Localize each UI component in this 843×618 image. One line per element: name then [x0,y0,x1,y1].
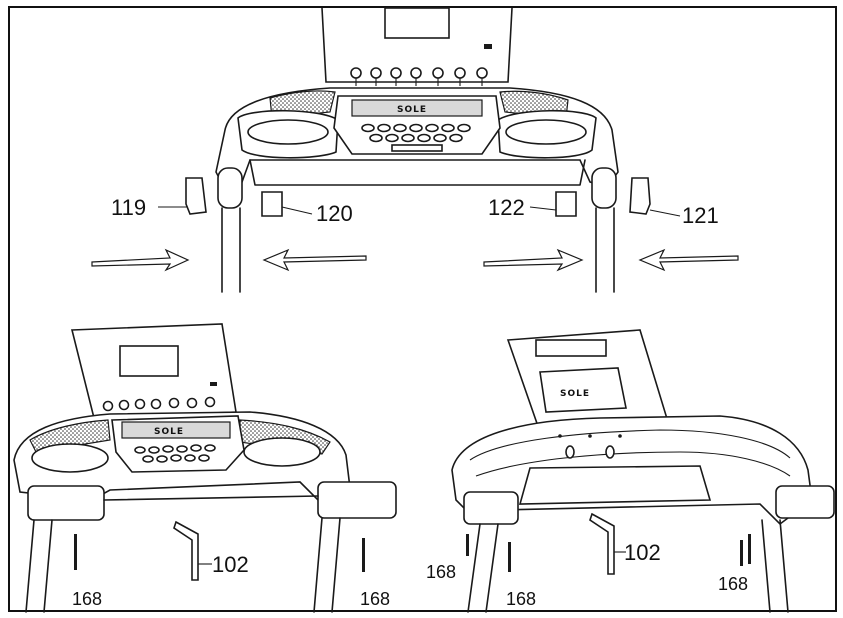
label-102-left: 102 [212,552,249,577]
top-left-handlebar-end [217,167,243,209]
arrow-left-1 [262,248,367,272]
svg-text:SOLE: SOLE [154,427,184,437]
part-121-cover [629,177,651,215]
top-display-window [384,7,450,39]
label-168-d: 168 [506,589,536,609]
bl-display-window [119,345,179,377]
br-right-handlebar [775,485,835,519]
label-168-a: 168 [72,589,102,609]
part-122-bracket [555,191,577,217]
arrow-right-1 [91,248,190,272]
top-console-mast [321,7,513,83]
bottom-right-console-rear-view: SOLE 102 168 168 168 [426,329,835,613]
label-120: 120 [316,201,353,226]
bl-allen-wrench [173,520,199,581]
label-121: 121 [682,203,719,228]
bl-right-cup-holder [243,437,321,467]
diagram-frame [8,6,837,612]
br-left-handlebar [463,491,519,525]
br-allen-wrench [589,512,615,575]
label-168-b: 168 [360,589,390,609]
label-119: 119 [111,195,146,220]
bottom-left-console-front-view: SOLE 102 168 168 [13,323,397,613]
part-120-bracket [261,191,283,217]
label-168-c: 168 [426,562,456,582]
label-102-right: 102 [624,540,661,565]
bl-right-handlebar [317,481,397,519]
label-168-e: 168 [718,574,748,594]
arrow-right-2 [483,248,584,272]
svg-text:SOLE: SOLE [560,389,590,399]
top-right-handlebar-end [591,167,617,209]
bl-left-cup-holder [31,443,109,473]
top-key-pins [350,67,488,86]
svg-text:SOLE: SOLE [397,105,427,115]
top-console-assembly: SOLE [91,7,739,293]
bl-left-handlebar [27,485,105,521]
arrow-left-2 [638,248,739,272]
label-122: 122 [488,195,525,220]
part-119-cover [185,177,207,215]
